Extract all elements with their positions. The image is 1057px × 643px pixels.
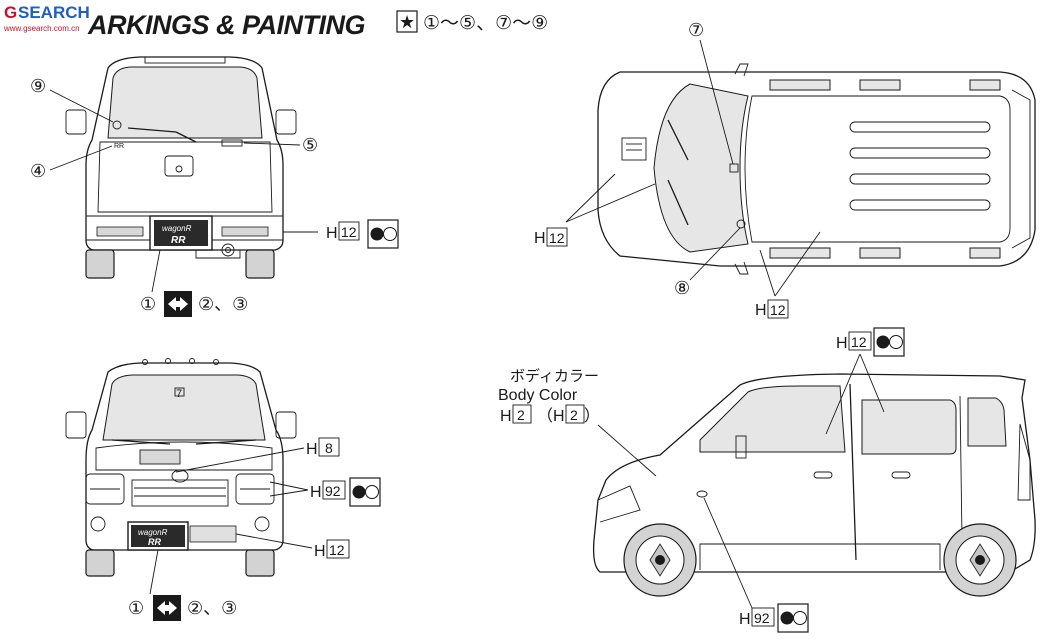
front-decal-note-b: ②、③ xyxy=(187,598,237,618)
top-view-drawing xyxy=(597,63,1036,275)
top-paint-left-code: 12 xyxy=(549,230,565,246)
front-plate-bottom: RR xyxy=(148,537,161,547)
window-paint-code: 12 xyxy=(851,334,867,350)
logo-text: SEARCH xyxy=(18,3,90,22)
front-plate xyxy=(131,525,185,547)
swap-arrows-icon xyxy=(153,595,181,621)
front-paint-8-code: 8 xyxy=(325,440,333,456)
front-paint-12-prefix: H xyxy=(314,543,326,560)
star-box xyxy=(396,10,418,33)
top-callout-7: ⑦ xyxy=(688,20,704,40)
front-paint-12-code: 12 xyxy=(329,542,345,558)
rear-decal-note-a: ① xyxy=(140,294,156,314)
top-callout-8: ⑧ xyxy=(674,278,690,298)
top-paint-right-code: 12 xyxy=(770,302,786,318)
front-paint-92-code: 92 xyxy=(325,483,341,499)
rear-plate-top: wagonR xyxy=(162,224,192,233)
body-color-alt-open: （H xyxy=(537,407,565,425)
body-color-alt-code: 2 xyxy=(570,407,578,423)
lamp-paint-code: 92 xyxy=(754,610,770,626)
body-color-alt-close: ） xyxy=(584,407,600,425)
paint-swatch-icon xyxy=(873,327,905,357)
logo-mark: G xyxy=(4,3,17,22)
window-paint-prefix: H xyxy=(836,335,848,352)
front-paint-8-prefix: H xyxy=(306,441,318,458)
rear-plate-bottom: RR xyxy=(171,235,186,246)
side-view-drawing xyxy=(592,373,1036,597)
rear-decal-note-b: ②、③ xyxy=(198,294,248,314)
rear-callout-5: ⑤ xyxy=(302,135,318,155)
swap-arrows-icon xyxy=(164,291,192,317)
rear-paint-code: 12 xyxy=(341,224,357,240)
rear-callout-9: ⑨ xyxy=(30,76,46,96)
star-icon: ★ xyxy=(399,12,415,32)
body-color-en: Body Color xyxy=(498,387,578,404)
lamp-paint-prefix: H xyxy=(739,611,751,628)
paint-swatch-icon xyxy=(367,219,399,249)
paint-swatch-icon xyxy=(349,477,381,507)
rear-paint-prefix: H xyxy=(326,225,338,242)
front-view-drawing: wagonR RR xyxy=(65,358,297,577)
body-color-prefix: H xyxy=(500,408,512,425)
front-plate-top: wagonR xyxy=(138,528,168,537)
front-small-tag: 7 xyxy=(176,388,182,400)
rear-callout-4: ④ xyxy=(30,161,46,181)
front-paint-92-prefix: H xyxy=(310,484,322,501)
top-paint-right-prefix: H xyxy=(755,302,767,319)
top-paint-left-prefix: H xyxy=(534,230,546,247)
rear-plate xyxy=(154,220,208,246)
svg-text:RR: RR xyxy=(114,143,124,150)
body-color-code: 2 xyxy=(517,407,525,423)
paint-swatch-icon xyxy=(777,603,809,633)
logo-url: www.gsearch.com.cn xyxy=(3,24,80,33)
site-logo: G SEARCH www.gsearch.com.cn xyxy=(3,3,90,33)
decal-range: ①～⑤、⑦～⑨ xyxy=(423,13,548,34)
body-color-jp: ボディカラー xyxy=(510,367,599,385)
rear-view-drawing: RR wagonR RR xyxy=(65,56,297,279)
page-title: ARKINGS & PAINTING xyxy=(87,10,366,40)
front-decal-note-a: ① xyxy=(128,598,144,618)
